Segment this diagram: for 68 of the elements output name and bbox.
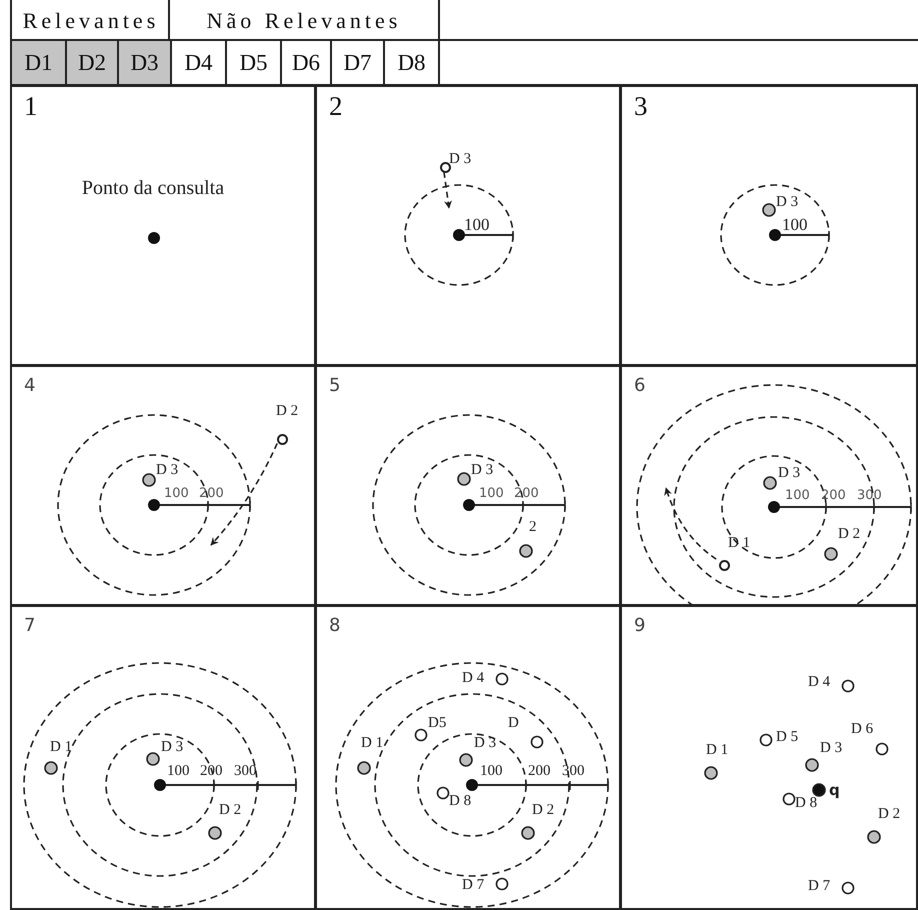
point-label: D5 <box>428 716 446 731</box>
table-cell: D1 <box>10 40 67 86</box>
arrow <box>210 443 278 546</box>
point-label: D 2 <box>532 803 554 818</box>
point-label: D 2 <box>276 404 298 419</box>
step-panel <box>315 85 621 366</box>
distance-label: 100 <box>479 487 504 500</box>
point-label: 2 <box>529 520 536 535</box>
point-label: 200 <box>528 764 550 779</box>
step-number: 9 <box>634 617 646 635</box>
point-label: D 2 <box>838 527 860 542</box>
step-number: 4 <box>24 377 36 395</box>
point-label: D <box>508 716 519 731</box>
point-label: 200 <box>200 764 222 779</box>
step-number: 8 <box>329 617 340 635</box>
step-number: 7 <box>24 617 36 635</box>
document-point <box>276 434 288 444</box>
distance-label: 100 <box>782 216 808 233</box>
distance-label: 100 <box>164 487 189 500</box>
point-label: D 3 <box>161 740 184 755</box>
point-label: D 7 <box>462 878 484 893</box>
step-number: 2 <box>329 93 342 120</box>
point-label: D 4 <box>462 671 484 686</box>
point-label: D 8 <box>795 796 818 811</box>
point-label: D 8 <box>449 794 472 809</box>
step-panel <box>10 605 316 910</box>
step-number: 5 <box>329 377 340 395</box>
step-number: 1 <box>24 93 38 120</box>
distance-label: 100 <box>785 489 810 502</box>
step-panel <box>620 605 918 910</box>
point-label: D 6 <box>851 722 874 737</box>
point-label: D 1 <box>706 743 728 758</box>
point-label: D 3 <box>471 463 494 478</box>
document-point <box>440 162 450 172</box>
query-point-label: q <box>829 783 840 798</box>
caption: Ponto da consulta <box>82 178 224 198</box>
point-label: D 3 <box>156 463 178 478</box>
point-label: D 1 <box>50 740 72 755</box>
table-cell: D2 <box>65 40 119 86</box>
distance-label: 100 <box>464 216 490 233</box>
point-label: 100 <box>167 764 190 779</box>
document-point <box>718 560 730 570</box>
point-label: D 3 <box>778 466 800 481</box>
point-label: 100 <box>480 764 502 779</box>
step-panel <box>315 365 621 606</box>
point-label: D 3 <box>820 741 842 756</box>
distance-label: 200 <box>821 489 846 502</box>
step-number: 6 <box>634 377 646 395</box>
point-label: D 3 <box>449 152 472 167</box>
point-label: D 2 <box>878 807 900 822</box>
step-panel <box>10 365 316 606</box>
step-panel <box>620 85 918 366</box>
step-panel <box>620 365 918 606</box>
distance-label: 300 <box>857 489 882 502</box>
point-label: D 2 <box>219 803 242 818</box>
point-label: D 1 <box>361 736 384 751</box>
point-label: D 4 <box>808 675 830 690</box>
point-label: D 1 <box>728 536 750 551</box>
table-cell: D3 <box>117 40 172 86</box>
arrow <box>664 487 717 560</box>
step-panel <box>10 85 316 366</box>
point-label: D 5 <box>776 730 798 745</box>
step-panel <box>315 605 621 910</box>
table-header-cell: Não Relevantes <box>168 0 440 41</box>
point-label: D 7 <box>808 879 830 894</box>
point-label: 300 <box>234 764 256 779</box>
step-number: 3 <box>634 93 648 120</box>
point-label: D 3 <box>776 195 798 210</box>
